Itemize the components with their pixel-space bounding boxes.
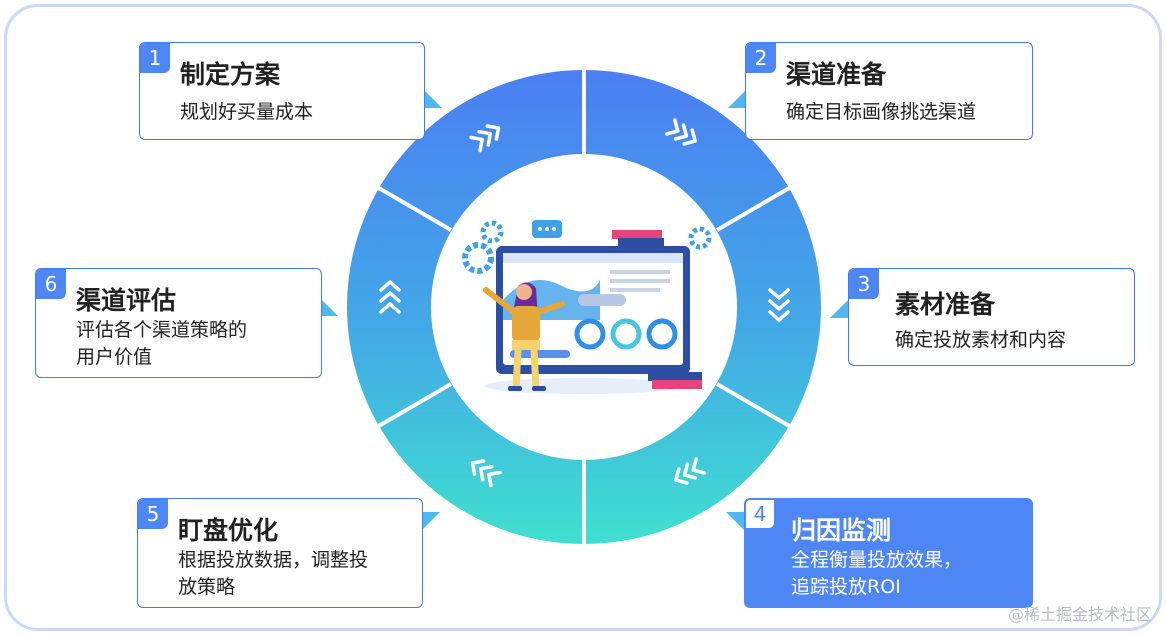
step-title: 素材准备 xyxy=(895,290,996,319)
chevron-down-icon xyxy=(768,288,790,322)
step-desc-line: 追踪投放ROI xyxy=(791,576,901,598)
step-card-4: 4 归因监测 全程衡量投放效果， 追踪投放ROI xyxy=(744,498,1033,608)
step-number: 5 xyxy=(138,499,168,529)
chevron-up-icon xyxy=(379,280,401,314)
step-desc: 确定投放素材和内容 xyxy=(895,329,1067,351)
connector-triangle xyxy=(422,512,440,530)
step-number: 4 xyxy=(745,499,775,529)
step-desc-line: 全程衡量投放效果， xyxy=(791,549,963,571)
step-number: 6 xyxy=(36,269,66,299)
step-card-5: 5 盯盘优化 根据投放数据，调整投 放策略 xyxy=(137,498,423,608)
step-desc-line: 放策略 xyxy=(178,576,236,598)
step-card-6: 6 渠道评估 评估各个渠道策略的 用户价值 xyxy=(35,268,322,378)
connector-triangle xyxy=(728,90,746,108)
step-desc-line: 用户价值 xyxy=(76,346,153,368)
watermark: @稀土掘金技术社区 xyxy=(1007,605,1152,624)
step-title: 渠道评估 xyxy=(76,286,177,315)
step-number: 1 xyxy=(140,43,170,73)
presenter-illustration xyxy=(462,220,712,394)
step-desc: 根据投放数据，调整投 放策略 xyxy=(178,547,368,601)
step-desc-line: 根据投放数据，调整投 xyxy=(178,549,369,571)
step-desc: 确定目标画像挑选渠道 xyxy=(786,101,977,123)
connector-triangle xyxy=(726,512,744,530)
step-title: 盯盘优化 xyxy=(178,516,279,545)
step-number: 2 xyxy=(746,43,776,73)
step-desc: 全程衡量投放效果， 追踪投放ROI xyxy=(791,547,962,601)
step-title: 渠道准备 xyxy=(786,60,887,89)
chevron-right-icon xyxy=(665,118,697,146)
ring-separators xyxy=(375,68,793,546)
connector-triangle xyxy=(320,298,338,316)
connector-triangle xyxy=(424,90,442,108)
chevron-left-icon xyxy=(470,459,502,488)
step-title: 制定方案 xyxy=(180,60,281,89)
step-number: 3 xyxy=(849,269,879,299)
chevron-left-icon xyxy=(674,457,706,485)
step-card-3: 3 素材准备 确定投放素材和内容 xyxy=(848,268,1135,366)
step-title: 归因监测 xyxy=(791,516,892,545)
step-desc-line: 评估各个渠道策略的 xyxy=(76,319,248,341)
connector-triangle xyxy=(830,300,848,318)
step-desc: 评估各个渠道策略的 用户价值 xyxy=(76,317,247,371)
step-card-1: 1 制定方案 规划好买量成本 xyxy=(139,42,425,140)
step-desc: 规划好买量成本 xyxy=(180,101,314,123)
step-card-2: 2 渠道准备 确定目标画像挑选渠道 xyxy=(745,42,1033,140)
chevron-right-icon xyxy=(469,124,501,153)
